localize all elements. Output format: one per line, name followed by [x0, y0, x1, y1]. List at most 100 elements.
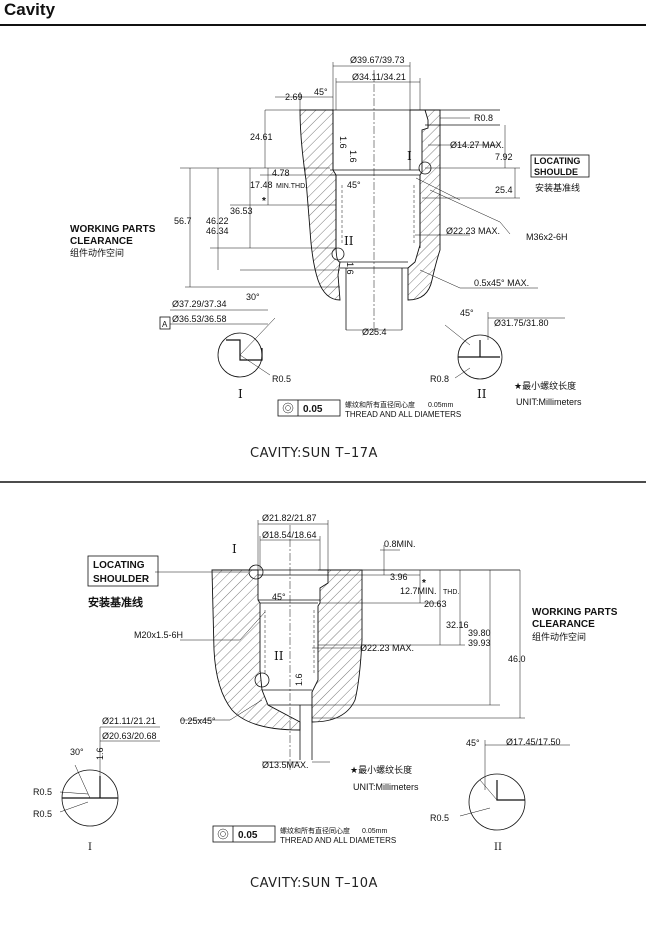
top-dim-2-69: 2.69 — [285, 92, 303, 102]
top-angle-45: 45° — [314, 87, 328, 97]
top-dim-25-4b: Ø25.4 — [362, 327, 387, 337]
top-working-1: WORKING PARTS — [70, 224, 156, 235]
top-angle-45b: 45° — [460, 308, 474, 318]
top-tol-cn: 螺纹和所有直径同心度 — [345, 400, 415, 409]
bottom-dim-13-5: Ø13.5MAX. — [262, 760, 309, 770]
top-dim-25-4: 25.4 — [495, 185, 513, 195]
bottom-dim-17: Ø17.45/17.50 — [506, 737, 561, 747]
top-working-2: CLEARANCE — [70, 236, 133, 247]
bottom-working-cn: 组件动作空间 — [532, 631, 586, 643]
bottom-unit: UNIT:Millimeters — [353, 782, 419, 792]
bottom-mark-i: I — [232, 542, 237, 556]
bottom-body-right — [311, 569, 363, 723]
bottom-dim-22-23: Ø22.23 MAX. — [360, 643, 414, 653]
top-detail-i-label: I — [238, 387, 243, 401]
bottom-thd: THD. — [443, 589, 459, 596]
bottom-detail-ii-label: II — [494, 842, 502, 853]
top-dim-22-23: Ø22.23 MAX. — [446, 226, 500, 236]
bottom-working-1: WORKING PARTS — [532, 607, 618, 618]
bottom-tol-cn-val: 0.05mm — [362, 828, 387, 835]
top-datum-a: A — [162, 320, 168, 329]
bottom-dim-46: 46.0 — [508, 654, 526, 664]
top-rough-1: 1.6 — [338, 136, 348, 149]
top-dim-7-92: 7.92 — [495, 152, 513, 162]
top-rough-2: 1.6 — [348, 150, 358, 163]
top-tol-en: THREAD AND ALL DIAMETERS — [345, 410, 461, 419]
bottom-rough-2: 1.6 — [95, 747, 105, 760]
top-dim-46-22: 46.22 — [206, 216, 229, 226]
bottom-r05b: R0.5 — [33, 809, 52, 819]
bottom-locating-2: SHOULDER — [93, 574, 150, 585]
top-locating-2: SHOULDE — [534, 167, 578, 177]
top-mark-i: I — [407, 149, 412, 163]
bottom-locating-cn: 安装基准线 — [88, 595, 143, 609]
top-thread: M36x2-6H — [526, 232, 568, 242]
top-mark-ii: II — [344, 234, 354, 248]
top-tol-value: 0.05 — [303, 404, 323, 415]
bottom-dim-39-80: 39.80 — [468, 628, 491, 638]
top-dim-inner: Ø34.11/34.21 — [352, 72, 406, 82]
bottom-body-left — [211, 569, 301, 731]
top-tol-cn-val: 0.05mm — [428, 402, 453, 409]
bottom-dim-21: Ø21.11/21.21 — [102, 716, 156, 726]
bottom-mark-ii: II — [274, 649, 284, 663]
bottom-tol-en: THREAD AND ALL DIAMETERS — [280, 836, 396, 845]
bottom-working-2: CLEARANCE — [532, 619, 595, 630]
bottom-min-08: 0.8MIN. — [384, 539, 416, 549]
bottom-tol-cn: 螺纹和所有直径同心度 — [280, 826, 350, 835]
top-dim-14-27: Ø14.27 MAX. — [450, 140, 504, 150]
top-dim-24-61: 24.61 — [250, 132, 273, 142]
bottom-angle-45: 45° — [272, 592, 286, 602]
bottom-dim-39-93: 39.93 — [468, 638, 491, 648]
bottom-cavity-drawing — [59, 520, 570, 843]
top-rough-3: 1.6 — [345, 262, 355, 275]
top-chamfer: 0.5x45° MAX. — [474, 278, 529, 288]
top-dim-31: Ø31.75/31.80 — [494, 318, 549, 328]
top-body-right — [407, 109, 441, 301]
bottom-detail-i-label: I — [88, 842, 92, 853]
top-r08: R0.8 — [474, 113, 493, 123]
top-dim-46-34: 46.34 — [206, 226, 229, 236]
bottom-thread: M20x1.5-6H — [134, 630, 183, 640]
bottom-dim-outer: Ø21.82/21.87 — [262, 513, 317, 523]
top-cavity-drawing — [159, 62, 565, 417]
bottom-angle-30: 30° — [70, 747, 84, 757]
top-r05: R0.5 — [272, 374, 291, 384]
top-min-thread-note: ★最小螺纹长度 — [514, 380, 576, 392]
bottom-r05a: R0.5 — [33, 787, 52, 797]
bottom-star: * — [422, 578, 426, 589]
bottom-dim-20-63: 20.63 — [424, 599, 447, 609]
top-dim-17-48: 17.48 — [250, 180, 273, 190]
top-locating-cn: 安装基准线 — [535, 182, 580, 194]
bottom-caption: CAVITY:SUN T–10A — [250, 876, 378, 891]
bottom-dim-inner: Ø18.54/18.64 — [262, 530, 317, 540]
top-r08b: R0.8 — [430, 374, 449, 384]
top-caption: CAVITY:SUN T–17A — [250, 446, 378, 461]
top-unit: UNIT:Millimeters — [516, 397, 582, 407]
top-angle-30: 30° — [246, 292, 260, 302]
top-star: * — [262, 196, 266, 207]
top-dim-4-78: 4.78 — [272, 168, 290, 178]
top-min-thd: MIN.THD. — [276, 183, 307, 190]
bottom-chamfer: 0.25x45° — [180, 716, 216, 726]
top-dim-36: Ø36.53/36.58 — [172, 314, 227, 324]
bottom-angle-45b: 45° — [466, 738, 480, 748]
bottom-dim-20: Ø20.63/20.68 — [102, 731, 157, 741]
bottom-dim-3-96: 3.96 — [390, 572, 408, 582]
bottom-dim-32-16: 32.16 — [446, 620, 469, 630]
top-dim-36-53: 36.53 — [230, 206, 253, 216]
bottom-min-thread-note: ★最小螺纹长度 — [350, 764, 412, 776]
top-dim-outer: Ø39.67/39.73 — [350, 55, 405, 65]
top-dim-56-7: 56.7 — [174, 216, 192, 226]
bottom-detail-ii-circle — [468, 773, 526, 831]
bottom-locating-1: LOCATING — [93, 560, 145, 571]
bottom-dim-12-7: 12.7MIN. — [400, 586, 437, 596]
bottom-r05c: R0.5 — [430, 813, 449, 823]
bottom-tol-value: 0.05 — [238, 830, 258, 841]
page-header: Cavity — [0, 0, 646, 26]
top-working-cn: 组件动作空间 — [70, 247, 124, 259]
top-dim-37: Ø37.29/37.34 — [172, 299, 227, 309]
bottom-rough: 1.6 — [294, 673, 304, 686]
top-detail-ii-label: II — [477, 387, 487, 401]
